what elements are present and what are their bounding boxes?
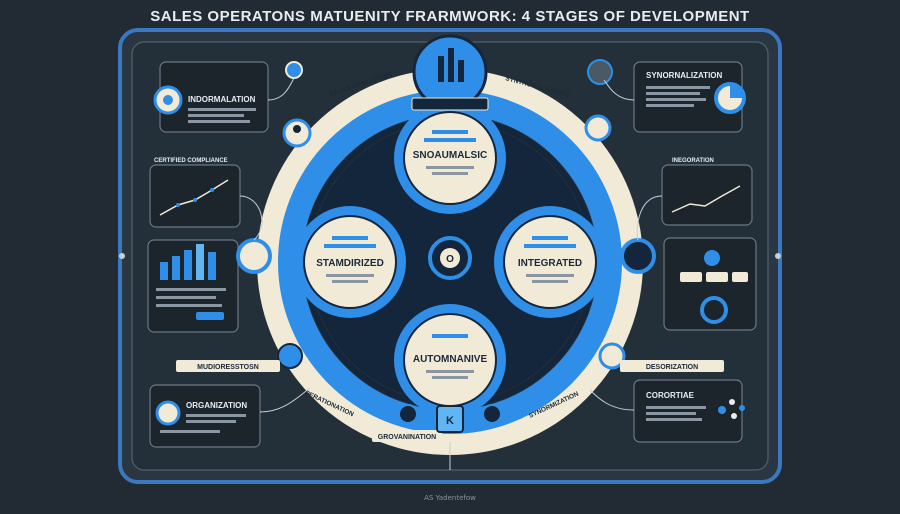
stage-right: INTEGRATED bbox=[494, 206, 606, 318]
tag-right-mid: DESORIZATION bbox=[620, 360, 724, 372]
tag-bottom-center-text: GROVANINATION bbox=[378, 434, 436, 441]
panel-top-left-title: INDORMALATION bbox=[188, 95, 256, 104]
center-hub: O bbox=[428, 236, 472, 280]
globe-icon bbox=[620, 238, 656, 274]
stage-top-label: SNOAUMALSIC bbox=[413, 150, 487, 161]
bar-icon-1 bbox=[160, 262, 168, 280]
panel-bottom-left-title: ORGANIZATION bbox=[186, 401, 247, 410]
bar-icon-5 bbox=[208, 252, 216, 280]
panel-workflow-right bbox=[663, 237, 757, 331]
panel-bottom-left: ORGANIZATION bbox=[149, 384, 261, 448]
panel-bottom-right: CORORTIAE bbox=[633, 379, 745, 443]
tag-left-mid-text: MUDIORESSTOSN bbox=[197, 364, 259, 371]
bottom-badge: K bbox=[436, 405, 464, 433]
stage-left-label: STAMDIRIZED bbox=[316, 258, 384, 269]
node-dot-icon bbox=[398, 404, 418, 424]
tag-right-mid-text: DESORIZATION bbox=[646, 364, 698, 371]
bar-icon-3 bbox=[184, 250, 192, 280]
node-icon bbox=[704, 250, 720, 266]
growth-line-icon bbox=[671, 185, 741, 213]
panel-top-right: SYNORNALIZATION bbox=[633, 61, 746, 133]
tag-bottom-center: GROVANINATION bbox=[372, 430, 442, 442]
panel-bottom-right-title: CORORTIAE bbox=[646, 391, 695, 400]
footer-credit: AS Yadentefow bbox=[424, 494, 476, 502]
gear-icon bbox=[598, 342, 626, 370]
bottom-badge-label: K bbox=[446, 415, 454, 427]
stage-bottom-label: AUTOMNANIVE bbox=[413, 354, 488, 365]
bar-icon-4 bbox=[196, 244, 204, 280]
panel-top-right-title: SYNORNALIZATION bbox=[646, 71, 723, 80]
chart-badge-icon bbox=[236, 238, 272, 274]
cluster-icon bbox=[277, 343, 303, 369]
node-dot-icon bbox=[482, 404, 502, 424]
building-icon bbox=[438, 56, 444, 82]
panel-bar-chart-left bbox=[147, 239, 239, 333]
panel-top-left: INDORMALATION bbox=[153, 61, 269, 133]
stage-bottom: AUTOMNANIVE bbox=[394, 304, 506, 416]
settings-icon bbox=[587, 59, 613, 85]
center-label: O bbox=[446, 254, 454, 265]
panel-mid-right: INEGORATION bbox=[661, 158, 753, 226]
tools-icon bbox=[584, 114, 612, 142]
stage-top: SNOAUMALSIC bbox=[394, 102, 506, 214]
panel-mid-right-title: INEGORATION bbox=[672, 158, 714, 164]
cycle-icon bbox=[700, 296, 728, 324]
tag-left-mid: MUDIORESSTOSN bbox=[176, 360, 280, 372]
stage-left: STAMDIRIZED bbox=[294, 206, 406, 318]
stage-right-label: INTEGRATED bbox=[518, 258, 582, 269]
dot-icon bbox=[285, 61, 303, 79]
panel-mid-left: CERTIFIED COMPLIANCE bbox=[149, 158, 241, 228]
diagram-title: SALES OPERATONS MATUENITY FRARMWORK: 4 S… bbox=[150, 8, 750, 25]
top-crown bbox=[411, 34, 489, 111]
network-icon bbox=[718, 406, 726, 414]
panel-mid-left-title: CERTIFIED COMPLIANCE bbox=[154, 158, 228, 164]
gauge-icon bbox=[155, 400, 181, 426]
bar-icon-2 bbox=[172, 256, 180, 280]
